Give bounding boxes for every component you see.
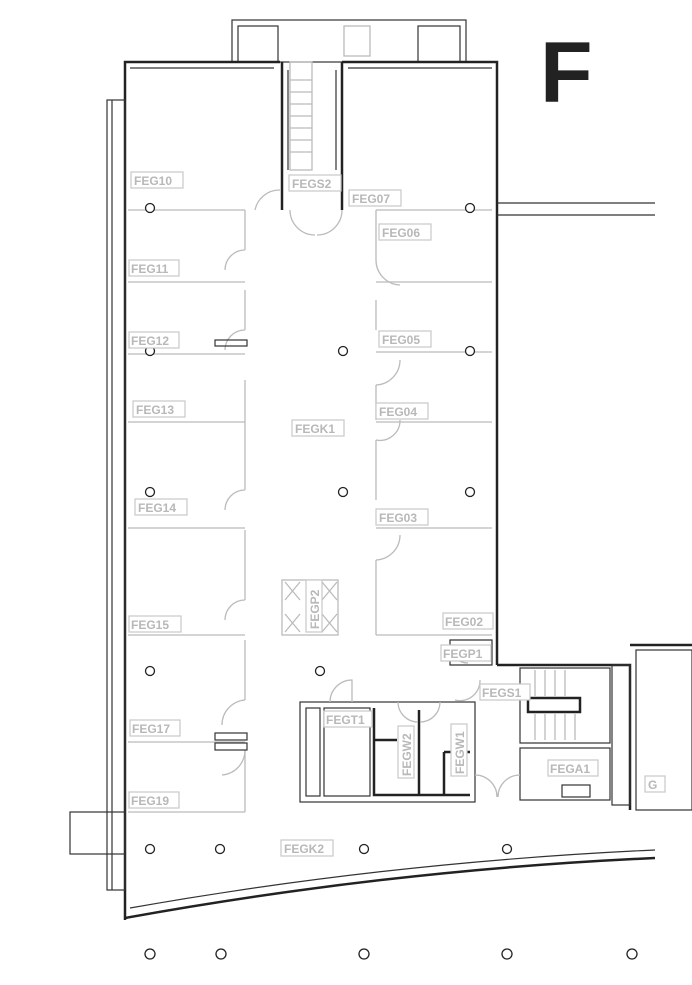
svg-text:FEG05: FEG05 [382,333,420,347]
room-label: FEG12 [128,331,180,349]
room-label: FEGT1 [323,710,373,728]
room-label: FEGW1 [450,723,468,777]
svg-text:FEGS1: FEGS1 [482,686,522,700]
svg-text:FEGK2: FEGK2 [284,842,324,856]
room-label: FEGK1 [291,419,345,437]
svg-text:FEG03: FEG03 [379,511,417,525]
room-label: FEGP2 [305,579,323,633]
room-label: FEG04 [375,402,429,420]
svg-text:FEG11: FEG11 [131,262,169,276]
room-partitions [128,189,492,813]
room-label: FEG14 [134,498,188,516]
room-label: FEGA1 [547,759,599,777]
svg-text:FEG07: FEG07 [352,192,390,206]
room-label: FEG02 [442,612,494,630]
exterior-walls [69,19,692,920]
room-label: FEGS2 [288,174,342,192]
svg-text:FEG13: FEG13 [136,403,174,417]
svg-text:FEGP1: FEGP1 [443,647,483,661]
building-letter: F [540,25,593,121]
room-label: FEG17 [129,719,181,737]
room-label: FEG10 [130,171,184,189]
svg-text:FEG06: FEG06 [382,226,420,240]
room-label: FEG03 [375,508,429,526]
svg-text:FEGK1: FEGK1 [295,422,335,436]
svg-text:FEG04: FEG04 [379,405,417,419]
svg-text:FEG02: FEG02 [445,615,483,629]
room-label: FEG05 [378,330,432,348]
room-label: FEG11 [128,259,180,277]
room-labels: FEG10 FEGS2 FEG07 FEG06 FEG11 FEG12 FEG0… [128,171,666,857]
room-label: FEGP1 [440,644,492,662]
room-label: FEGK2 [280,839,334,857]
svg-text:FEGP2: FEGP2 [308,589,322,629]
svg-text:FEGS2: FEGS2 [292,177,332,191]
svg-text:FEG10: FEG10 [134,174,172,188]
svg-text:FEG17: FEG17 [132,722,170,736]
svg-text:G: G [648,778,657,792]
room-label: G [644,775,666,793]
svg-text:FEGT1: FEGT1 [326,713,365,727]
columns [144,202,638,960]
room-label: FEG15 [128,615,182,633]
room-label: FEG06 [378,223,432,241]
room-label: FEG07 [348,189,402,207]
svg-text:FEG15: FEG15 [131,618,169,632]
room-label: FEG13 [132,400,186,418]
svg-text:FEGW1: FEGW1 [453,731,467,774]
svg-text:FEG12: FEG12 [131,334,169,348]
svg-text:FEG19: FEG19 [131,794,169,808]
svg-text:FEGW2: FEGW2 [400,733,414,776]
svg-text:FEG14: FEG14 [138,501,176,515]
service-core [214,339,611,803]
room-label: FEGS1 [479,683,531,701]
svg-text:FEGA1: FEGA1 [550,762,590,776]
room-label: FEGW2 [397,725,415,779]
room-label: FEG19 [128,791,180,809]
